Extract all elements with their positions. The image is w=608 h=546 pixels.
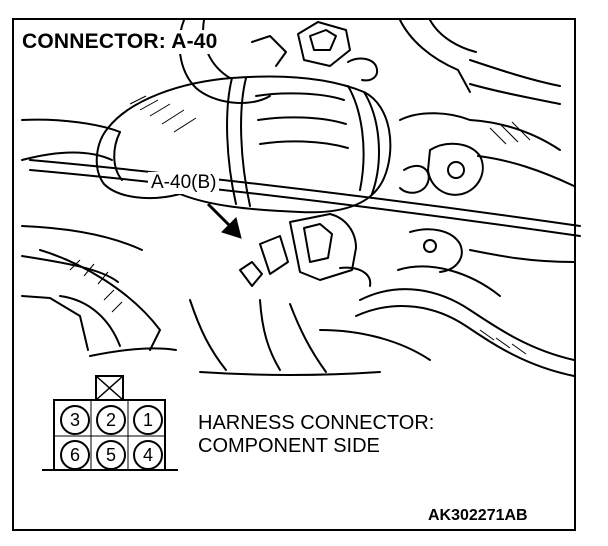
connector-pin: 2 [93,402,127,436]
caption-line: COMPONENT SIDE [198,435,380,457]
connector-pin: 5 [93,437,127,471]
connector-pin: 6 [57,437,91,471]
diagram-frame [12,18,576,531]
connector-caption: HARNESS CONNECTOR: COMPONENT SIDE [198,412,434,458]
connector-pin: 1 [130,402,164,436]
connector-pin: 4 [130,437,164,471]
page-title: CONNECTOR: A-40 [20,30,222,54]
reference-code: AK302271AB [428,507,528,524]
connector-pin: 3 [57,402,91,436]
caption-line: HARNESS CONNECTOR: [198,412,435,434]
connector-callout-label: A-40(B) [148,172,220,194]
arrow-icon [206,202,242,239]
